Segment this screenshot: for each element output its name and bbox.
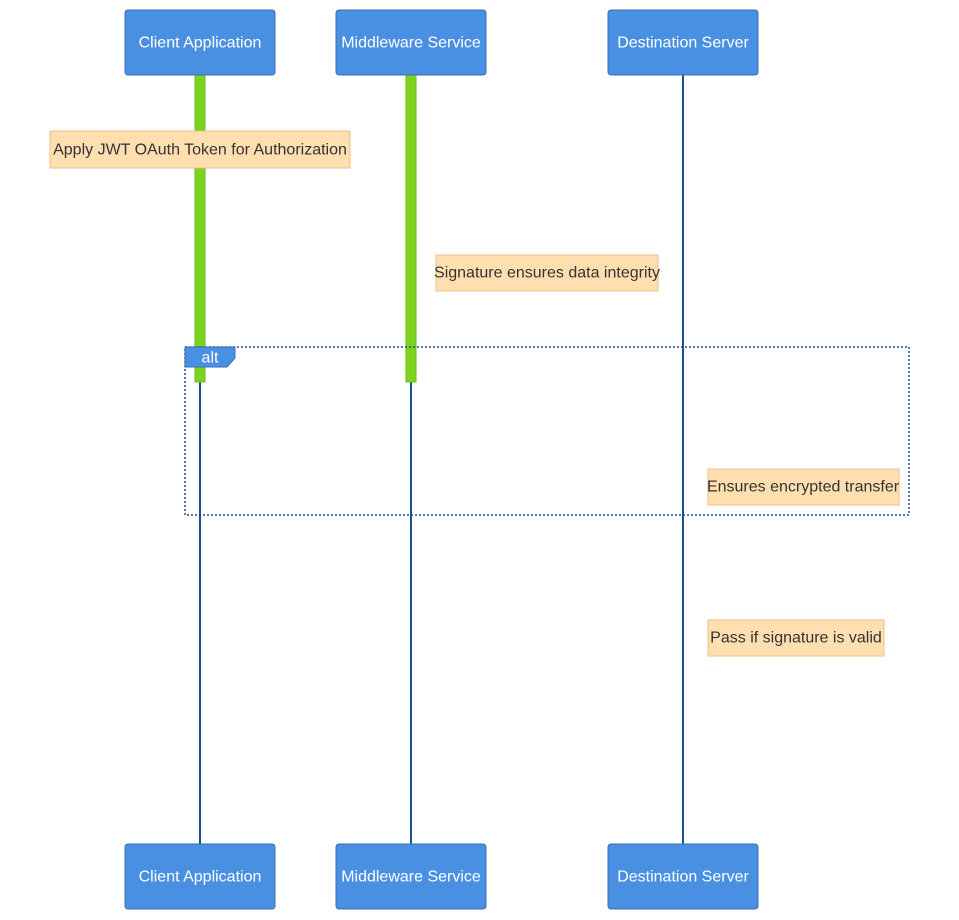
actor-box xyxy=(335,843,487,910)
participant-client-top: Client Application xyxy=(124,9,276,76)
note-encrypted: Ensures encrypted transfer xyxy=(707,468,900,506)
fragment-tab xyxy=(184,346,236,368)
participant-label: Client Application xyxy=(139,869,262,886)
note-box xyxy=(707,619,885,657)
activation-middleware xyxy=(405,74,417,383)
participant-destination-bottom: Destination Server xyxy=(607,843,759,910)
fragment-frame xyxy=(184,346,910,516)
participant-label: Middleware Service xyxy=(341,35,481,52)
activation-client xyxy=(194,74,206,383)
actor-box xyxy=(124,843,276,910)
actor-box xyxy=(335,9,487,76)
note-label: Ensures encrypted transfer xyxy=(707,479,900,496)
participant-label: Destination Server xyxy=(617,869,749,886)
participant-destination-top: Destination Server xyxy=(607,9,759,76)
actor-box xyxy=(124,9,276,76)
note-signature: Signature ensures data integrity xyxy=(434,254,660,292)
note-jwt: Apply JWT OAuth Token for Authorization xyxy=(49,130,351,169)
participant-label: Client Application xyxy=(139,35,262,52)
participant-label: Destination Server xyxy=(617,35,749,52)
participant-middleware-bottom: Middleware Service xyxy=(335,843,487,910)
note-label: Signature ensures data integrity xyxy=(434,265,660,282)
note-box xyxy=(435,254,659,292)
actor-box xyxy=(607,843,759,910)
note-label: Pass if signature is valid xyxy=(710,630,882,647)
alt-fragment: alt xyxy=(184,346,910,516)
note-valid: Pass if signature is valid xyxy=(707,619,885,657)
participant-middleware-top: Middleware Service xyxy=(335,9,487,76)
participant-label: Middleware Service xyxy=(341,869,481,886)
actor-box xyxy=(607,9,759,76)
note-label: Apply JWT OAuth Token for Authorization xyxy=(53,142,347,159)
fragment-label: alt xyxy=(202,350,219,367)
note-box xyxy=(49,130,351,169)
participant-client-bottom: Client Application xyxy=(124,843,276,910)
note-box xyxy=(707,468,900,506)
